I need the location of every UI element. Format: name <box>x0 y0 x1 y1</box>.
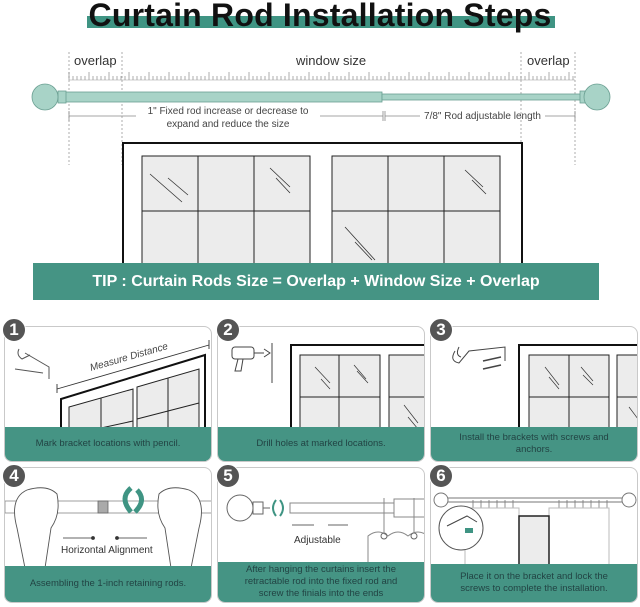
rod-measurement-diagram <box>31 52 611 265</box>
svg-text:Horizontal Alignment: Horizontal Alignment <box>61 545 153 556</box>
page-title: Curtain Rod Installation Steps <box>88 0 552 33</box>
overlap-left-label: overlap <box>74 53 117 68</box>
step-1-card: Measure Distance Mark bracket locations … <box>4 326 212 462</box>
step-1-caption: Mark bracket locations with pencil. <box>5 427 211 461</box>
step-3-caption: Install the brackets with screws and anc… <box>431 427 637 461</box>
step-6-badge: 6 <box>429 464 453 488</box>
fixed-rod-note: 1" Fixed rod increase or decrease to exp… <box>136 105 320 131</box>
svg-text:Adjustable: Adjustable <box>294 535 341 546</box>
step-6-caption: Place it on the bracket and lock the scr… <box>431 564 637 602</box>
drill-icon <box>231 343 273 383</box>
rotate-icon <box>272 499 284 517</box>
step-3-badge: 3 <box>429 318 453 342</box>
step-3-card: Install the brackets with screws and anc… <box>430 326 638 462</box>
step-4-caption: Assembling the 1-inch retaining rods. <box>5 566 211 602</box>
fixed-rod-note-line2: expand and reduce the size <box>166 119 290 130</box>
bracket-screws-icon <box>452 346 506 370</box>
step-5-badge: 5 <box>216 464 240 488</box>
step-4-badge: 4 <box>2 464 26 488</box>
step-2-card: Drill holes at marked locations. <box>217 326 425 462</box>
fixed-rod-note-line1: 1" Fixed rod increase or decrease to <box>147 106 309 117</box>
window-size-label: window size <box>296 53 367 68</box>
left-hand <box>14 487 59 569</box>
adjustable-rod-note: 7/8" Rod adjustable length <box>424 111 541 122</box>
rotate-icon <box>122 486 144 514</box>
step-1-badge: 1 <box>2 318 26 342</box>
step-5-card: Adjustable After hanging the curtains in… <box>217 467 425 603</box>
step-2-caption: Drill holes at marked locations. <box>218 427 424 461</box>
step-4-card: Horizontal Alignment Assembling the 1-in… <box>4 467 212 603</box>
title-underline-bar <box>87 16 555 28</box>
step-5-caption: After hanging the curtains insert the re… <box>218 562 424 602</box>
step-5-illustration: Adjustable <box>226 494 424 602</box>
step-4-illustration: Horizontal Alignment <box>5 486 211 569</box>
step-6-card: Place it on the bracket and lock the scr… <box>430 467 638 603</box>
tip-banner: TIP : Curtain Rods Size = Overlap + Wind… <box>33 263 599 300</box>
overlap-right-label: overlap <box>527 53 570 68</box>
bracket-icon <box>14 348 50 379</box>
step-2-badge: 2 <box>216 318 240 342</box>
right-hand <box>157 487 202 569</box>
title-banner: Curtain Rod Installation Steps <box>0 0 640 34</box>
